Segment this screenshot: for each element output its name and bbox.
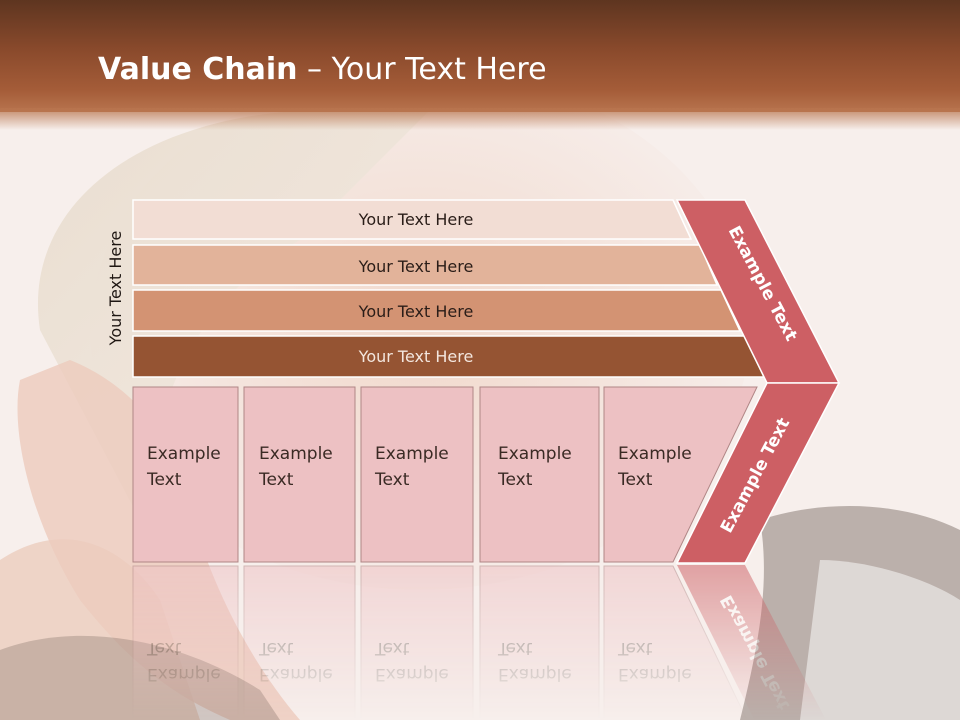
reflection-cell-3-line1: Example xyxy=(375,664,449,684)
reflection-cell-1-line1: Example xyxy=(147,664,221,684)
cell-4 xyxy=(479,386,600,563)
reflection-cell-5-line2: Text xyxy=(617,638,653,658)
reflection-cell-1 xyxy=(132,565,239,720)
cell-2-line2: Text xyxy=(258,470,294,490)
slide-title: Value Chain – Your Text Here xyxy=(98,52,547,87)
mirror-reflection: Example Text Example Text Example Text E… xyxy=(132,565,826,720)
reflection-cell-3-line2: Text xyxy=(374,638,410,658)
bar-1 xyxy=(132,199,693,240)
reflection-chevron xyxy=(677,565,826,720)
reflection-cell-2 xyxy=(243,565,356,720)
reflection-cell-5 xyxy=(603,565,748,720)
slide-title-bold: Value Chain xyxy=(98,52,298,87)
cell-3-line2: Text xyxy=(374,470,410,490)
slide-title-rest: – Your Text Here xyxy=(297,52,547,87)
reflection-cell-4-line2: Text xyxy=(497,638,533,658)
bar-group: Your Text Here Your Text Here Your Text … xyxy=(132,199,766,378)
bar-3 xyxy=(132,289,742,332)
reflection-cell-1-line2: Text xyxy=(146,638,182,658)
title-banner-fade xyxy=(0,108,960,130)
reflection-cell-4-line1: Example xyxy=(498,664,572,684)
cell-4-line2: Text xyxy=(497,470,533,490)
reflection-cell-3 xyxy=(360,565,474,720)
cell-1 xyxy=(132,386,239,563)
bar-2-label: Your Text Here xyxy=(358,257,474,276)
cell-2 xyxy=(243,386,356,563)
reflection-cell-2-line1: Example xyxy=(259,664,333,684)
cell-4-line1: Example xyxy=(498,444,572,464)
cell-5 xyxy=(603,386,758,563)
reflection-cell-5-line1: Example xyxy=(618,664,692,684)
bar-1-label: Your Text Here xyxy=(358,210,474,229)
cell-5-line1: Example xyxy=(618,444,692,464)
cell-5-line2: Text xyxy=(617,470,653,490)
cell-3-line1: Example xyxy=(375,444,449,464)
reflection-cell-4 xyxy=(479,565,600,720)
reflection-cell-2-line2: Text xyxy=(258,638,294,658)
bar-3-label: Your Text Here xyxy=(358,302,474,321)
cell-1-line2: Text xyxy=(146,470,182,490)
cell-1-line1: Example xyxy=(147,444,221,464)
cell-3 xyxy=(360,386,474,563)
bar-2 xyxy=(132,244,719,286)
chevron-lower-arm xyxy=(675,382,841,564)
title-banner xyxy=(0,0,960,112)
cell-2-line1: Example xyxy=(259,444,333,464)
bar-4-label: Your Text Here xyxy=(358,347,474,366)
side-label: Your Text Here xyxy=(106,231,125,347)
cell-group: Example Text Example Text Example Text E… xyxy=(132,386,758,563)
